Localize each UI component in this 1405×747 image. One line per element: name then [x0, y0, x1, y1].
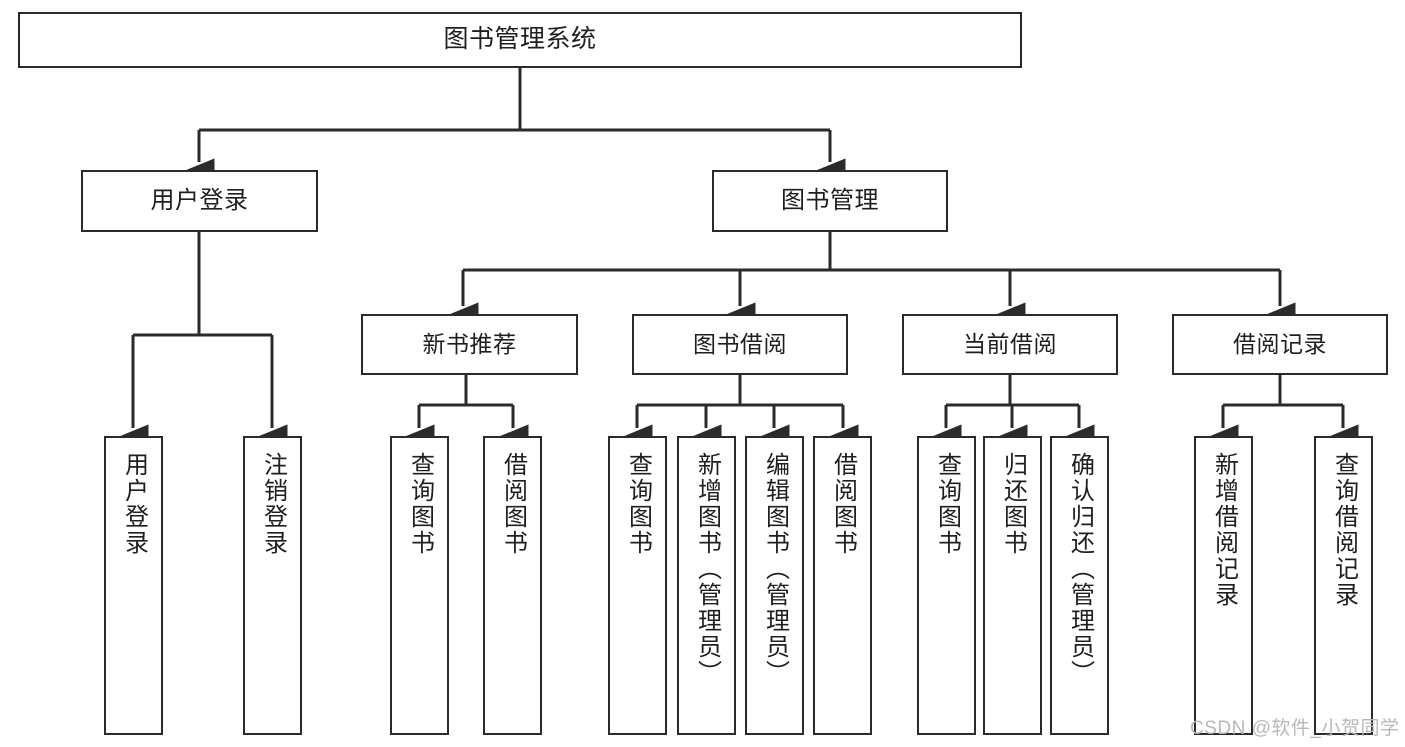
node-book-borrow[interactable]: 图书借阅 [632, 314, 848, 375]
node-leaf-user-login-label: 用户登录 [120, 452, 148, 556]
node-leaf-query-book-3-label: 查询图书 [933, 452, 961, 556]
node-leaf-confirm-return[interactable]: 确认归还（管理员） [1050, 436, 1109, 735]
node-book-borrow-label: 图书借阅 [693, 330, 787, 357]
node-borrow-record[interactable]: 借阅记录 [1172, 314, 1388, 375]
node-leaf-user-login[interactable]: 用户登录 [104, 436, 163, 735]
node-leaf-add-record[interactable]: 新增借阅记录 [1194, 436, 1253, 735]
node-leaf-query-book-1-label: 查询图书 [406, 452, 434, 556]
node-leaf-borrow-book-1[interactable]: 借阅图书 [483, 436, 542, 735]
watermark-text: CSDN @软件_小贺同学 [1190, 718, 1400, 739]
node-leaf-borrow-book-2-label: 借阅图书 [829, 452, 857, 556]
node-leaf-edit-book-label: 编辑图书（管理员） [761, 452, 789, 686]
node-leaf-user-logout[interactable]: 注销登录 [243, 436, 302, 735]
node-leaf-add-record-label: 新增借阅记录 [1210, 452, 1238, 608]
node-current-borrow-label: 当前借阅 [963, 330, 1057, 357]
node-leaf-return-book-label: 归还图书 [999, 452, 1027, 556]
node-new-book-recommend-label: 新书推荐 [422, 330, 517, 357]
node-leaf-return-book[interactable]: 归还图书 [983, 436, 1042, 735]
node-leaf-query-book-2[interactable]: 查询图书 [608, 436, 667, 735]
node-leaf-borrow-book-1-label: 借阅图书 [499, 452, 527, 556]
node-user-login-label: 用户登录 [150, 186, 249, 214]
node-new-book-recommend[interactable]: 新书推荐 [361, 314, 578, 375]
node-leaf-query-book-2-label: 查询图书 [624, 452, 652, 556]
node-leaf-query-book-1[interactable]: 查询图书 [390, 436, 449, 735]
node-leaf-query-record-label: 查询借阅记录 [1330, 452, 1358, 608]
node-leaf-query-book-3[interactable]: 查询图书 [917, 436, 976, 735]
node-leaf-user-logout-label: 注销登录 [259, 452, 287, 556]
node-current-borrow[interactable]: 当前借阅 [902, 314, 1118, 375]
node-book-manage-label: 图书管理 [781, 186, 879, 214]
node-leaf-confirm-return-label: 确认归还（管理员） [1066, 452, 1094, 686]
node-root-label: 图书管理系统 [443, 25, 597, 54]
node-leaf-add-book[interactable]: 新增图书（管理员） [677, 436, 736, 735]
node-borrow-record-label: 借阅记录 [1233, 330, 1327, 357]
node-leaf-add-book-label: 新增图书（管理员） [693, 452, 721, 686]
node-leaf-query-record[interactable]: 查询借阅记录 [1314, 436, 1373, 735]
node-leaf-borrow-book-2[interactable]: 借阅图书 [813, 436, 872, 735]
node-root[interactable]: 图书管理系统 [18, 12, 1022, 68]
node-leaf-edit-book[interactable]: 编辑图书（管理员） [745, 436, 804, 735]
node-book-manage[interactable]: 图书管理 [712, 170, 948, 232]
node-user-login[interactable]: 用户登录 [81, 170, 318, 232]
